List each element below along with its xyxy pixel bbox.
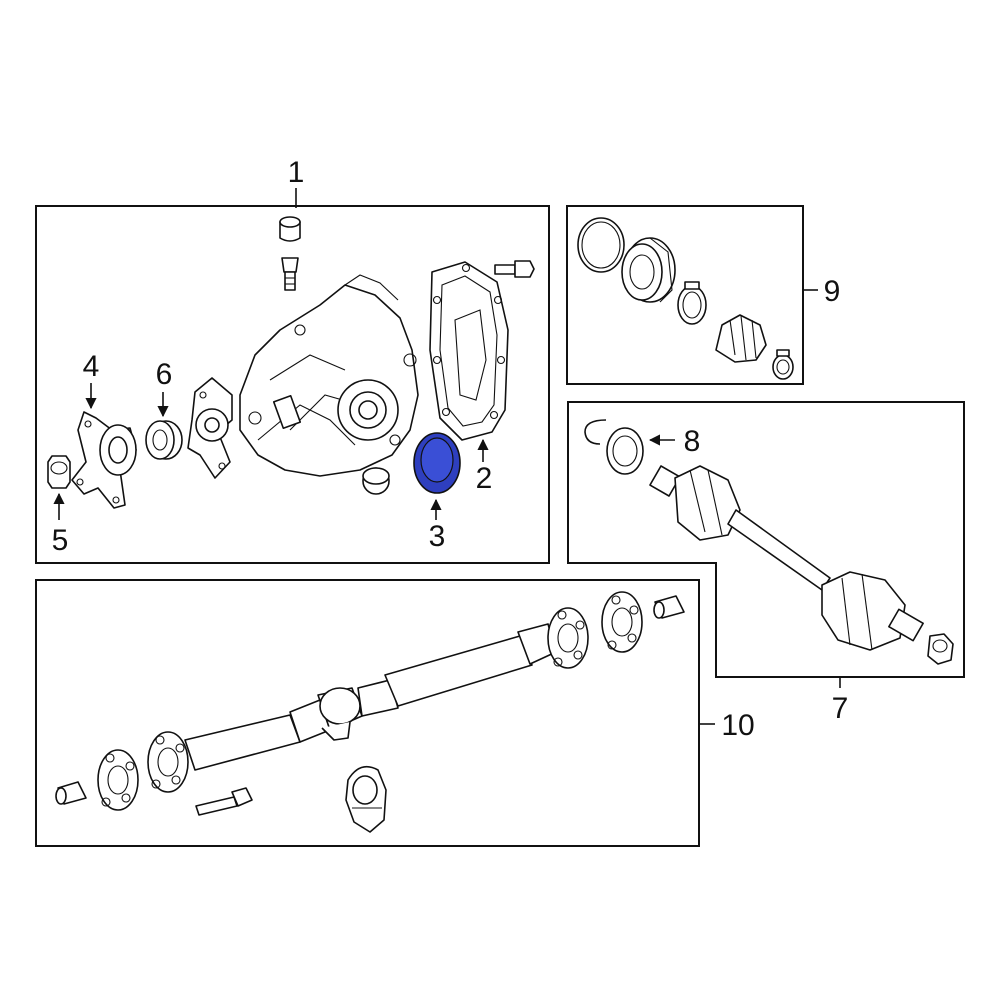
- washer-part-8[interactable]: [606, 427, 644, 475]
- callout-5: 5: [52, 524, 69, 557]
- center-support-bracket: [345, 765, 387, 833]
- cover-part-2[interactable]: [429, 261, 509, 441]
- drive-shaft-group-frame: [35, 579, 700, 847]
- boot-clamp-small: [772, 349, 794, 380]
- boot-kit-part-9[interactable]: [577, 217, 794, 380]
- callout-10: 10: [721, 709, 754, 742]
- flange-part-4[interactable]: [71, 411, 137, 509]
- axle-shaft-part-7[interactable]: [649, 465, 954, 665]
- flex-disc-rear-attached: [547, 607, 589, 669]
- nut-part-5[interactable]: [47, 455, 71, 489]
- callout-9: 9: [824, 275, 841, 308]
- axle-shaft-bar: [727, 509, 831, 591]
- callout-1: 1: [288, 156, 305, 189]
- differential-group-frame: [35, 205, 550, 564]
- breather-valve: [281, 257, 299, 291]
- snap-ring: [577, 217, 625, 273]
- callout-8: 8: [684, 425, 701, 458]
- callout-2: 2: [476, 462, 493, 495]
- boot-clamp-large: [677, 281, 707, 325]
- center-bearing: [289, 679, 399, 743]
- flex-disc-front: [97, 749, 139, 811]
- boot-kit-group-frame: [566, 205, 804, 385]
- differential-assembly-part-1[interactable]: [187, 216, 419, 495]
- cover-bolt: [494, 260, 535, 278]
- inner-cv-joint: [649, 465, 741, 541]
- flex-disc-front-attached: [147, 731, 189, 793]
- boot-inner: [715, 314, 767, 363]
- bearing-part-6[interactable]: [145, 420, 183, 460]
- bushing-rear: [653, 595, 685, 619]
- drive-shaft-tube-front: [184, 714, 301, 771]
- callout-4: 4: [83, 350, 100, 383]
- drive-shaft-bolt: [195, 787, 253, 816]
- differential-housing: [239, 284, 419, 477]
- drain-plug: [362, 467, 390, 495]
- snap-ring-small: [584, 419, 607, 445]
- flex-disc-rear: [601, 591, 643, 653]
- callout-7: 7: [832, 692, 849, 725]
- drive-shaft-tube-rear: [384, 635, 533, 707]
- seal-part-3-highlighted[interactable]: [413, 432, 461, 494]
- pinion-flange: [187, 377, 233, 479]
- boot-outer: [621, 237, 676, 303]
- axle-shaft-group-frame: [567, 401, 965, 678]
- bushing-front: [55, 781, 87, 805]
- outer-cv-joint: [821, 571, 924, 651]
- vent-cap: [279, 216, 301, 242]
- drive-shaft-part-10[interactable]: [55, 591, 685, 833]
- callout-6: 6: [156, 358, 173, 391]
- axle-nut: [927, 633, 954, 665]
- callout-3: 3: [429, 520, 446, 553]
